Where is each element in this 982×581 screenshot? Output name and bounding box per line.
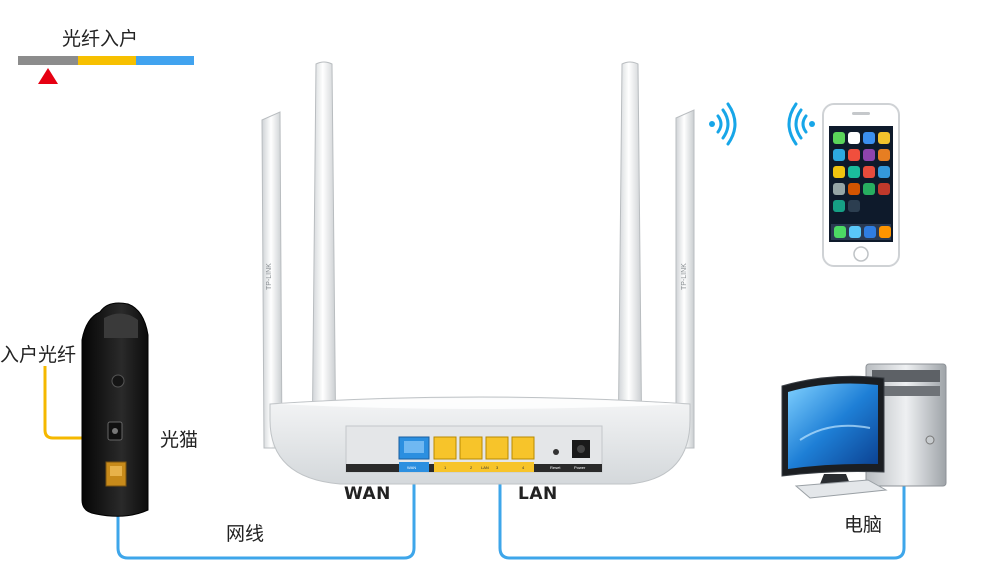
- router-body: WAN 1 2 LAN 3 4 Reset Power: [269, 396, 691, 485]
- port-label-lan: LAN: [481, 465, 489, 470]
- router-lan-port-2: [459, 436, 483, 460]
- lan-label: LAN: [518, 484, 558, 504]
- wifi-signal-phone-icon: [787, 102, 815, 146]
- pc-keyboard: [794, 479, 888, 499]
- port-label-3: 3: [496, 465, 499, 470]
- wan-label: WAN: [344, 484, 391, 504]
- router-lan-port-4: [511, 436, 535, 460]
- legend-segment-blue: [136, 56, 194, 65]
- fiber-legend: [18, 56, 194, 84]
- smartphone: [822, 103, 900, 267]
- cable-label: 网线: [226, 523, 265, 545]
- router-lan-port-3: [485, 436, 509, 460]
- router-reset-button: [553, 449, 559, 455]
- modem-input-fiber-label: 入户光纤: [0, 344, 77, 366]
- legend-title: 光纤入户: [62, 28, 139, 50]
- legend-marker-triangle: [38, 68, 58, 84]
- desktop-computer: [781, 363, 947, 499]
- legend-segment-gray: [18, 56, 78, 65]
- wifi-signal-router-icon: [709, 102, 737, 146]
- antenna-brand-left: TP-LINK: [266, 263, 273, 290]
- port-label-1: 1: [444, 465, 447, 470]
- fiber-cable: [43, 366, 112, 440]
- optical-modem: [81, 302, 149, 517]
- phone-app-grid: [831, 132, 891, 240]
- modem-label: 光猫: [160, 429, 199, 451]
- legend-segment-yellow: [78, 56, 136, 65]
- antenna-brand-right: TP-LINK: [681, 263, 688, 290]
- modem-power-button: [111, 374, 125, 388]
- computer-label: 电脑: [844, 514, 883, 536]
- port-label-power: Power: [574, 465, 586, 470]
- port-label-4: 4: [522, 465, 525, 470]
- ethernet-cable-wan: [116, 468, 416, 560]
- port-label-wan: WAN: [407, 465, 416, 470]
- phone-home-button: [853, 246, 869, 262]
- port-label-2: 2: [470, 465, 473, 470]
- router-lan-port-1: [433, 436, 457, 460]
- port-label-reset: Reset: [550, 465, 561, 470]
- ethernet-cable-lan: [498, 478, 906, 560]
